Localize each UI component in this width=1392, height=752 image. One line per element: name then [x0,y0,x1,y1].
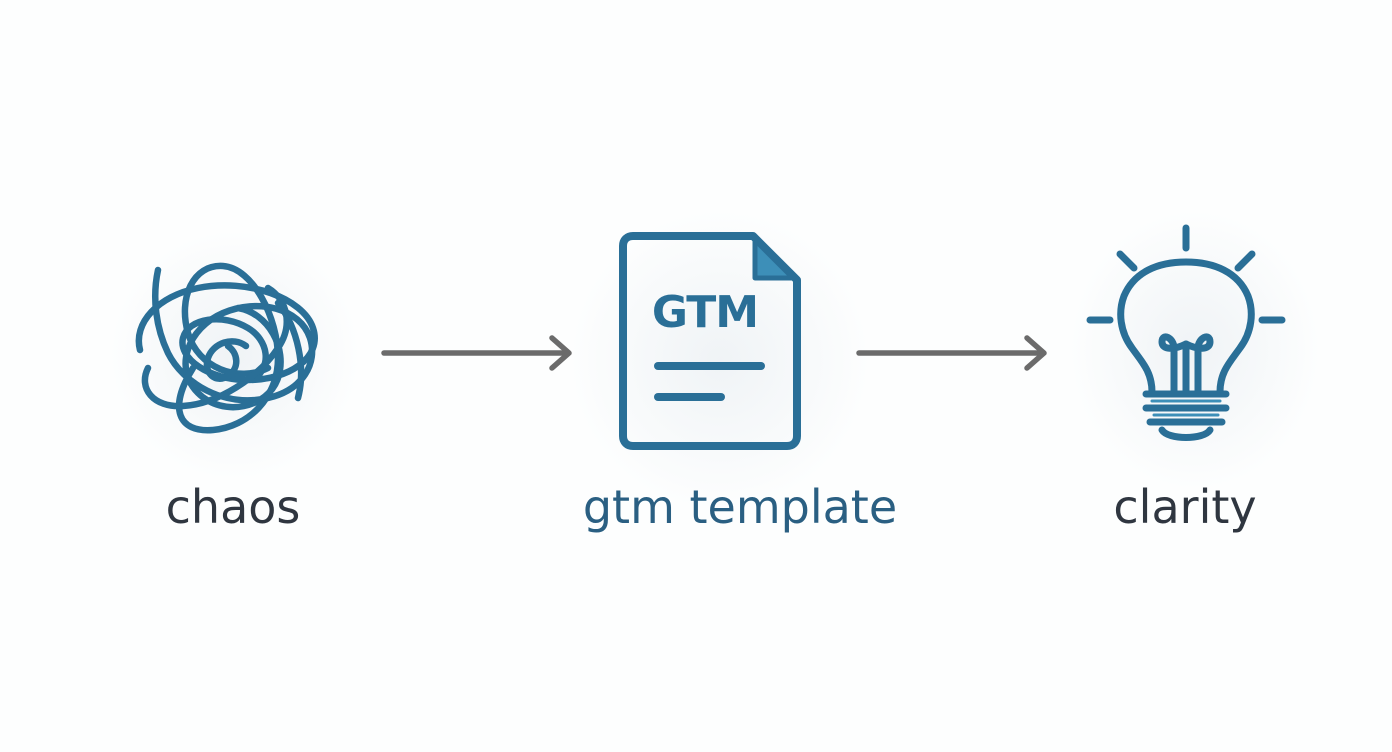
node-label-chaos: chaos [165,480,301,534]
lightbulb-icon [1086,224,1286,441]
tangle-icon [135,262,318,434]
document-icon [619,232,801,450]
arrow-template-to-clarity [856,335,1047,371]
document-heading: GTM [651,287,759,338]
node-label-template: gtm template [582,480,898,534]
node-label-clarity: clarity [1113,480,1257,534]
arrow-chaos-to-template [381,335,572,371]
